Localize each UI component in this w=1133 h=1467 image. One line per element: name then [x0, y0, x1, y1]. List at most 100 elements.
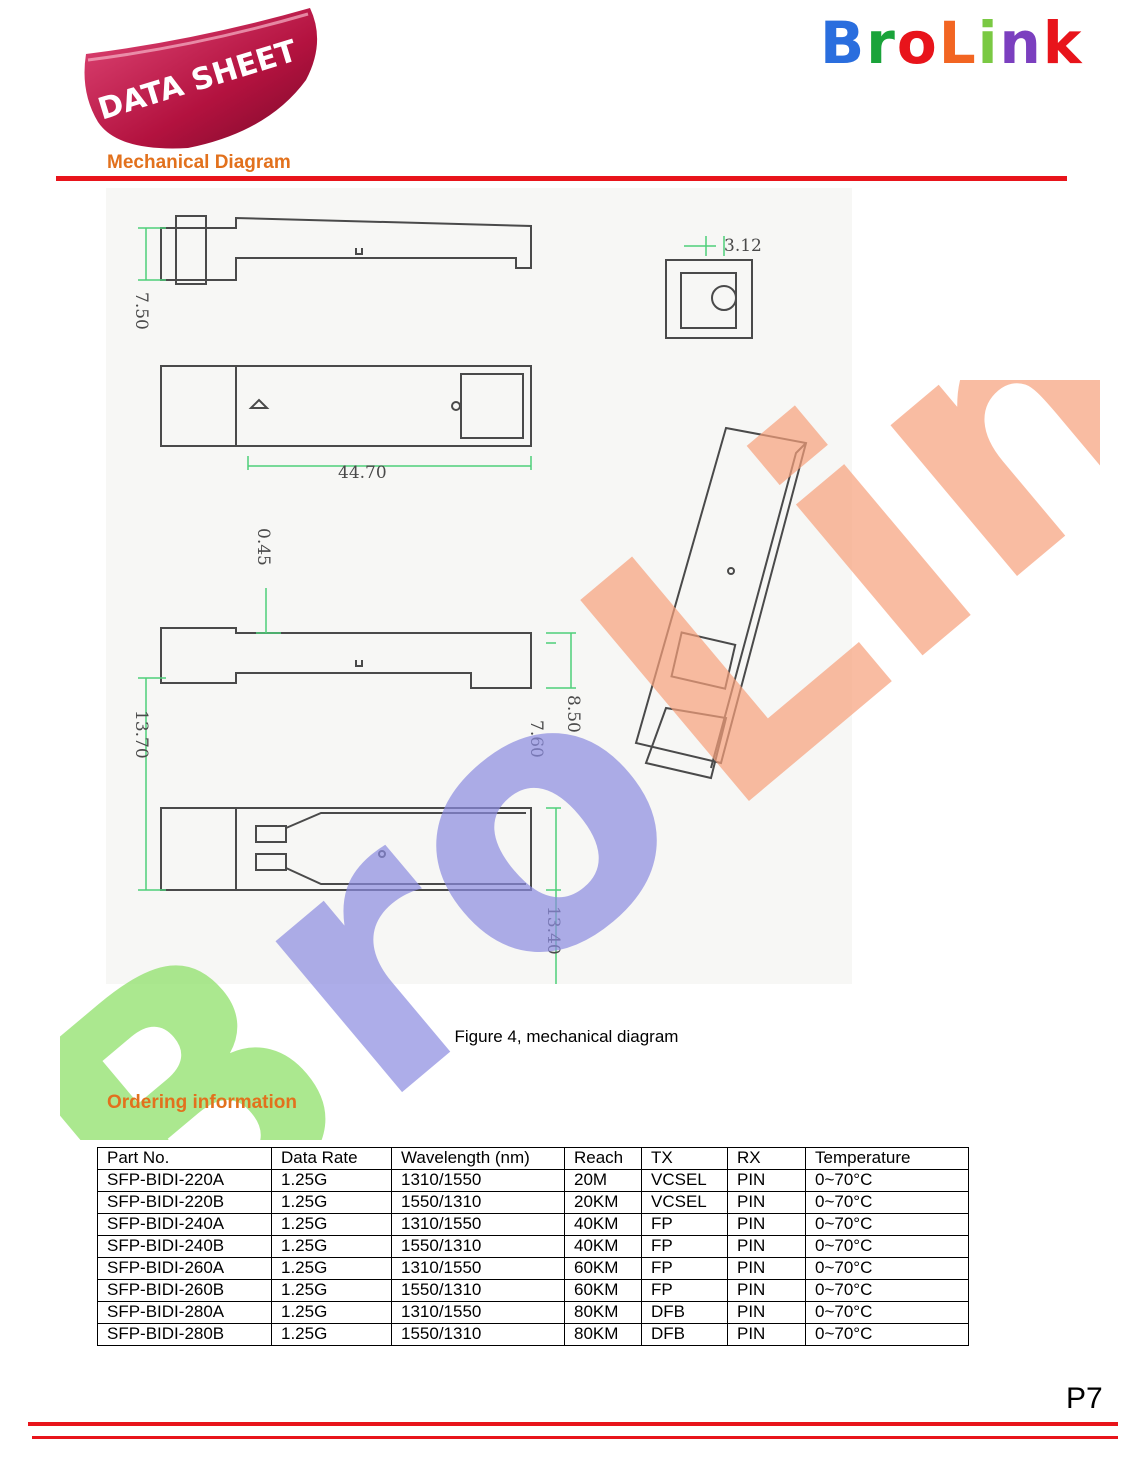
table-cell: FP	[641, 1235, 728, 1258]
table-cell: 0~70°C	[805, 1191, 969, 1214]
dimension-label: 0.45	[253, 528, 273, 566]
table-cell: 40KM	[564, 1213, 642, 1236]
footer-divider	[28, 1422, 1118, 1426]
brand-letter: o	[896, 9, 939, 77]
brand-logo: BroLink	[820, 14, 1083, 72]
table-cell: 1.25G	[271, 1213, 392, 1236]
table-cell: 0~70°C	[805, 1235, 969, 1258]
dimension-label: 3.12	[724, 236, 762, 256]
table-cell: 1.25G	[271, 1257, 392, 1280]
brand-letter: r	[866, 9, 897, 77]
table-cell: PIN	[727, 1235, 806, 1258]
brand-letter: B	[820, 9, 867, 77]
latch-top	[175, 215, 207, 285]
ordering-table: Part No. Data Rate Wavelength (nm) Reach…	[97, 1147, 969, 1346]
table-cell: 0~70°C	[805, 1301, 969, 1324]
brand-letter: n	[999, 9, 1043, 77]
table-cell: 0~70°C	[805, 1213, 969, 1236]
mechanical-diagram: 3.12 44.70 7.50 0.45 8.50 7.60 13.70 13.…	[106, 188, 852, 984]
table-cell: 1.25G	[271, 1169, 392, 1192]
table-cell: 1.25G	[271, 1301, 392, 1324]
figure-caption: Figure 4, mechanical diagram	[454, 1027, 679, 1046]
table-cell: VCSEL	[641, 1191, 728, 1214]
column-header: Part No.	[97, 1147, 272, 1170]
table-cell: 1.25G	[271, 1235, 392, 1258]
table-cell: 20M	[564, 1169, 642, 1192]
mechanical-diagram-heading: Mechanical Diagram	[107, 152, 291, 173]
table-cell: PIN	[727, 1213, 806, 1236]
table-cell: PIN	[727, 1301, 806, 1324]
table-cell: 1310/1550	[391, 1213, 565, 1236]
table-cell: 1.25G	[271, 1279, 392, 1302]
table-cell: 1310/1550	[391, 1257, 565, 1280]
table-cell: 40KM	[564, 1235, 642, 1258]
column-header: Data Rate	[271, 1147, 392, 1170]
dimension-label: 7.50	[131, 292, 151, 330]
footer-divider	[32, 1436, 1118, 1439]
side-view-top	[160, 216, 532, 281]
dimension-label: 13.40	[543, 906, 563, 955]
table-cell: FP	[641, 1213, 728, 1236]
table-cell: PIN	[727, 1279, 806, 1302]
table-cell: SFP-BIDI-260B	[97, 1279, 272, 1302]
data-sheet-badge: DATA SHEET	[84, 8, 318, 149]
dimension-label: 13.70	[131, 710, 151, 759]
dimension-label: 7.60	[526, 720, 546, 758]
table-cell: SFP-BIDI-280A	[97, 1301, 272, 1324]
table-cell: 1310/1550	[391, 1301, 565, 1324]
table-cell: 60KM	[564, 1257, 642, 1280]
table-cell: 1550/1310	[391, 1235, 565, 1258]
table-cell: PIN	[727, 1169, 806, 1192]
table-cell: 1550/1310	[391, 1279, 565, 1302]
table-cell: 80KM	[564, 1301, 642, 1324]
table-cell: SFP-BIDI-240B	[97, 1235, 272, 1258]
dimension-label: 8.50	[563, 695, 583, 733]
table-cell: VCSEL	[641, 1169, 728, 1192]
table-cell: PIN	[727, 1191, 806, 1214]
table-cell: 0~70°C	[805, 1257, 969, 1280]
column-header: Wavelength (nm)	[391, 1147, 565, 1170]
table-cell: 1550/1310	[391, 1191, 565, 1214]
table-cell: 1550/1310	[391, 1323, 565, 1346]
dimension-label: 44.70	[338, 463, 387, 483]
isometric-view	[634, 426, 808, 765]
table-cell: SFP-BIDI-260A	[97, 1257, 272, 1280]
header-divider	[56, 176, 1067, 181]
table-cell: 0~70°C	[805, 1279, 969, 1302]
table-cell: SFP-BIDI-240A	[97, 1213, 272, 1236]
brand-letter: i	[977, 9, 1000, 77]
table-cell: FP	[641, 1279, 728, 1302]
table-cell: SFP-BIDI-220B	[97, 1191, 272, 1214]
ordering-information-heading: Ordering information	[107, 1092, 297, 1113]
brand-letter: L	[938, 9, 978, 77]
table-cell: PIN	[727, 1257, 806, 1280]
column-header: TX	[641, 1147, 728, 1170]
table-cell: 1310/1550	[391, 1169, 565, 1192]
table-cell: SFP-BIDI-280B	[97, 1323, 272, 1346]
table-cell: 60KM	[564, 1279, 642, 1302]
page-number: P7	[1066, 1382, 1103, 1415]
table-cell: 0~70°C	[805, 1323, 969, 1346]
end-view	[665, 259, 753, 339]
table-cell: DFB	[641, 1301, 728, 1324]
column-header: RX	[727, 1147, 806, 1170]
column-header: Temperature	[805, 1147, 969, 1170]
column-header: Reach	[564, 1147, 642, 1170]
brand-letter: k	[1042, 9, 1084, 77]
table-cell: FP	[641, 1257, 728, 1280]
table-cell: 80KM	[564, 1323, 642, 1346]
table-cell: 1.25G	[271, 1191, 392, 1214]
table-cell: SFP-BIDI-220A	[97, 1169, 272, 1192]
table-cell: 20KM	[564, 1191, 642, 1214]
table-cell: 1.25G	[271, 1323, 392, 1346]
side-view-bottom	[160, 627, 532, 689]
table-cell: PIN	[727, 1323, 806, 1346]
table-header-row: Part No. Data Rate Wavelength (nm) Reach…	[97, 1147, 969, 1170]
